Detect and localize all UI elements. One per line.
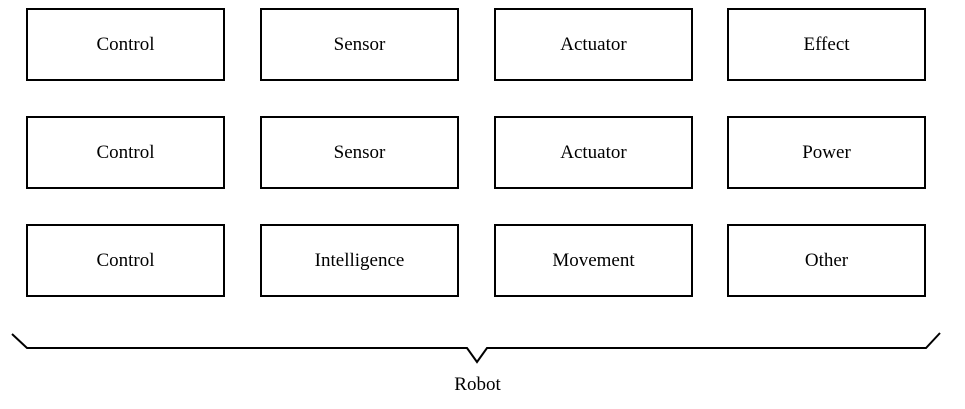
component-box: Actuator	[494, 8, 693, 81]
component-box: Control	[26, 224, 225, 297]
component-box: Other	[727, 224, 926, 297]
component-box: Control	[26, 8, 225, 81]
brace	[11, 332, 941, 364]
component-box: Power	[727, 116, 926, 189]
component-box: Control	[26, 116, 225, 189]
component-box: Sensor	[260, 116, 459, 189]
component-box: Actuator	[494, 116, 693, 189]
component-box: Intelligence	[260, 224, 459, 297]
component-box: Movement	[494, 224, 693, 297]
component-box: Sensor	[260, 8, 459, 81]
brace-label: Robot	[454, 374, 501, 395]
component-box: Effect	[727, 8, 926, 81]
